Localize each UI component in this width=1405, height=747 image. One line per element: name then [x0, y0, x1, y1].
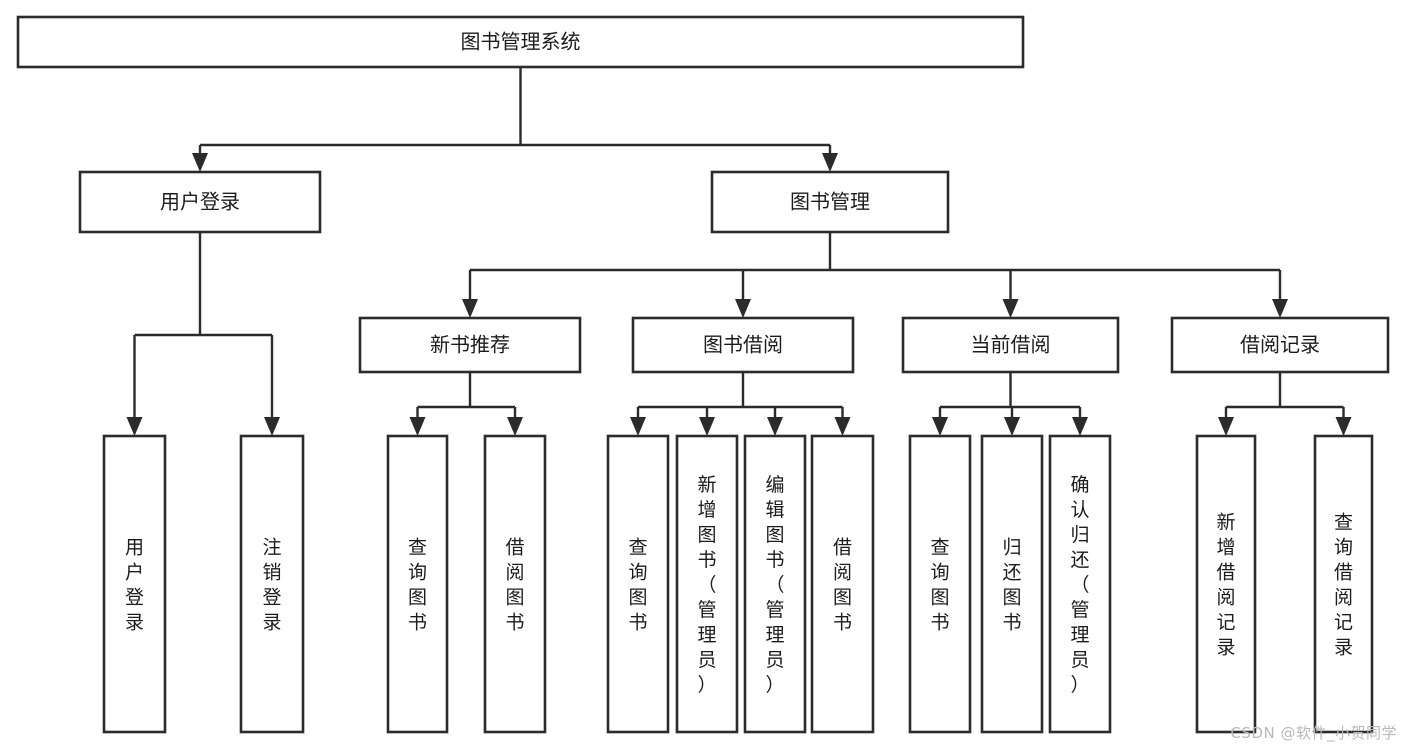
node-leaf-query-book-2[interactable]: 查询图书: [606, 434, 670, 734]
node-box-leaf-query-book-3[interactable]: [908, 434, 972, 734]
node-box-leaf-user-login[interactable]: [102, 434, 167, 734]
node-box-leaf-confirm-return[interactable]: [1048, 434, 1112, 734]
edge-book-borrow-leaf-add-book-arrowhead: [699, 417, 715, 436]
node-label-undefined: 图书管理系统: [461, 30, 581, 54]
node-label-user-login: 用户登录: [160, 190, 240, 214]
node-label-leaf-query-book-3: 查询图书: [930, 537, 949, 634]
node-box-leaf-add-record[interactable]: [1195, 434, 1257, 734]
node-leaf-user-login[interactable]: 用户登录: [102, 434, 167, 734]
node-leaf-edit-book[interactable]: 编辑图书（管理员）: [743, 434, 807, 734]
node-box-current-borrow[interactable]: [901, 316, 1120, 374]
node-box-new-book-rec[interactable]: [358, 316, 582, 374]
node-box-leaf-edit-book[interactable]: [743, 434, 807, 734]
node-leaf-return-book[interactable]: 归还图书: [980, 434, 1044, 734]
edge-root-book-manage-arrowhead: [822, 153, 838, 172]
edge-bm-current-borrow-arrowhead: [1002, 299, 1019, 318]
node-leaf-query-book-1[interactable]: 查询图书: [386, 434, 449, 734]
node-label-leaf-query-book-1: 查询图书: [408, 537, 427, 634]
node-box-leaf-query-record[interactable]: [1313, 434, 1374, 734]
node-label-leaf-query-book-2: 查询图书: [628, 537, 647, 634]
node-leaf-add-book[interactable]: 新增图书（管理员）: [675, 434, 739, 734]
node-label-leaf-query-record: 查询借阅记录: [1334, 512, 1353, 659]
node-label-new-book-rec: 新书推荐: [430, 333, 510, 357]
node-box-leaf-add-book[interactable]: [675, 434, 739, 734]
edge-user-login-leaf-logout-arrowhead: [264, 417, 280, 436]
node-borrow-record[interactable]: 借阅记录: [1170, 316, 1390, 374]
node-label-leaf-user-login: 用户登录: [125, 537, 144, 634]
node-box-leaf-logout[interactable]: [239, 434, 305, 734]
node-box-leaf-return-book[interactable]: [980, 434, 1044, 734]
node-label-leaf-borrow-book-2: 借阅图书: [833, 537, 852, 634]
node-leaf-query-record[interactable]: 查询借阅记录: [1313, 434, 1374, 734]
edge-bm-borrow-record-arrowhead: [1272, 299, 1288, 318]
node-label-current-borrow: 当前借阅: [971, 333, 1051, 357]
edge-new-book-rec-leaf-borrow-book-1-arrowhead: [507, 417, 523, 436]
node-label-leaf-edit-book: 编辑图书（管理员）: [765, 474, 784, 696]
node-box-book-borrow[interactable]: [631, 316, 855, 374]
csdn-watermark: CSDN @软件_小贺同学: [1230, 724, 1397, 742]
node-label-leaf-borrow-book-1: 借阅图书: [505, 537, 524, 634]
edge-layer: [126, 67, 1352, 436]
node-box-leaf-query-book-2[interactable]: [606, 434, 670, 734]
node-label-borrow-record: 借阅记录: [1240, 333, 1320, 357]
node-leaf-borrow-book-2[interactable]: 借阅图书: [810, 434, 875, 734]
node-new-book-rec[interactable]: 新书推荐: [358, 316, 582, 374]
node-label-leaf-logout: 注销登录: [262, 537, 281, 634]
node-box-borrow-record[interactable]: [1170, 316, 1390, 374]
edge-current-borrow-leaf-query-book-3-arrowhead: [932, 417, 948, 436]
node-box-undefined[interactable]: [16, 15, 1025, 69]
node-label-leaf-add-book: 新增图书（管理员）: [697, 474, 716, 696]
edge-root-user-login-arrowhead: [192, 153, 208, 172]
node-leaf-add-record[interactable]: 新增借阅记录: [1195, 434, 1257, 734]
node-leaf-query-book-3[interactable]: 查询图书: [908, 434, 972, 734]
edge-book-borrow-leaf-query-book-2-arrowhead: [630, 417, 646, 436]
edge-new-book-rec-leaf-query-book-1-arrowhead: [409, 417, 426, 436]
node-label-book-manage: 图书管理: [790, 190, 870, 214]
node-book-manage[interactable]: 图书管理: [710, 170, 950, 234]
edge-borrow-record-leaf-query-record-arrowhead: [1335, 417, 1352, 436]
node-label-leaf-add-record: 新增借阅记录: [1216, 512, 1235, 659]
edge-bm-new-book-rec-arrowhead: [462, 299, 478, 318]
node-user-login[interactable]: 用户登录: [78, 170, 322, 234]
node-leaf-confirm-return[interactable]: 确认归还（管理员）: [1048, 434, 1112, 734]
edge-borrow-record-leaf-add-record-arrowhead: [1218, 417, 1234, 436]
node-box-leaf-borrow-book-2[interactable]: [810, 434, 875, 734]
node-label-leaf-return-book: 归还图书: [1002, 537, 1021, 634]
node-book-borrow[interactable]: 图书借阅: [631, 316, 855, 374]
node-layer: 图书管理系统用户登录图书管理新书推荐图书借阅当前借阅借阅记录用户登录注销登录查询…: [16, 15, 1390, 734]
edge-book-borrow-leaf-edit-book-arrowhead: [767, 417, 783, 436]
node-box-user-login[interactable]: [78, 170, 322, 234]
node-undefined[interactable]: 图书管理系统: [16, 15, 1025, 69]
edge-current-borrow-leaf-return-book-arrowhead: [1004, 417, 1020, 436]
node-label-leaf-confirm-return: 确认归还（管理员）: [1070, 474, 1089, 696]
edge-bm-book-borrow-arrowhead: [735, 299, 751, 318]
edge-current-borrow-leaf-confirm-return-arrowhead: [1072, 417, 1088, 436]
node-box-book-manage[interactable]: [710, 170, 950, 234]
node-label-book-borrow: 图书借阅: [703, 333, 783, 357]
node-box-leaf-query-book-1[interactable]: [386, 434, 449, 734]
node-leaf-logout[interactable]: 注销登录: [239, 434, 305, 734]
node-leaf-borrow-book-1[interactable]: 借阅图书: [483, 434, 547, 734]
edge-user-login-leaf-user-login-arrowhead: [126, 417, 143, 436]
edge-book-borrow-leaf-borrow-book-2-arrowhead: [834, 417, 851, 436]
node-current-borrow[interactable]: 当前借阅: [901, 316, 1120, 374]
node-box-leaf-borrow-book-1[interactable]: [483, 434, 547, 734]
